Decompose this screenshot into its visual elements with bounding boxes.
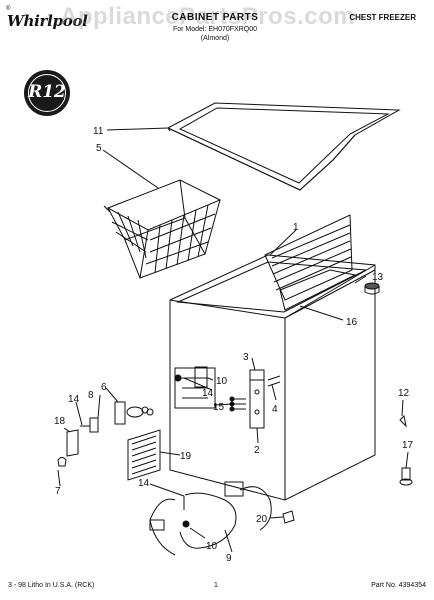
callout-11: 11 xyxy=(93,126,104,137)
leader-lines xyxy=(57,127,409,553)
callout-14-top: 14 xyxy=(202,388,214,399)
footer-print-info: 3 - 98 Litho In U.S.A. (RCK) xyxy=(8,582,95,589)
callout-14-left: 14 xyxy=(68,394,80,405)
vent-grille xyxy=(127,429,161,481)
badge-ring xyxy=(28,74,66,112)
callout-2: 2 xyxy=(254,445,260,456)
callout-9: 9 xyxy=(226,553,232,564)
callout-10-top: 10 xyxy=(216,376,228,387)
leveling-leg xyxy=(399,467,413,486)
model-color: (Almond) xyxy=(200,35,230,42)
callout-10-bottom: 10 xyxy=(206,541,218,552)
callout-numbers: 11 5 1 13 16 3 10 14 15 4 2 6 14 8 18 19… xyxy=(54,126,414,564)
callout-6: 6 xyxy=(101,382,107,393)
terminal-20 xyxy=(282,510,295,524)
callout-20: 20 xyxy=(256,514,268,525)
light-bracket xyxy=(80,401,154,433)
clip xyxy=(57,457,67,467)
whirlpool-logo: Whirlpool xyxy=(7,12,88,30)
callout-14-bottom: 14 xyxy=(138,478,150,489)
callout-17: 17 xyxy=(402,440,414,451)
callout-19: 19 xyxy=(180,451,192,462)
thermostat-control xyxy=(174,366,208,388)
model-number: For Model: EH070FXRQ00 xyxy=(172,26,258,33)
callout-8: 8 xyxy=(88,390,94,401)
callout-4: 4 xyxy=(272,404,278,415)
footer-page-number: 1 xyxy=(214,582,218,589)
callout-1: 1 xyxy=(293,222,299,233)
callout-7: 7 xyxy=(55,486,61,497)
registered-mark: ® xyxy=(6,6,11,12)
watermark: AppliancePartsPros.com xyxy=(60,3,356,30)
badge-label: R12 xyxy=(28,82,66,102)
r12-refrigerant-badge: R12 xyxy=(24,70,70,116)
leveling-foot xyxy=(399,414,407,428)
drain-plug xyxy=(364,282,380,295)
switch-plate xyxy=(66,429,79,457)
footer-part-number: Part No. 4394354 xyxy=(371,582,426,589)
product-name: CHEST FREEZER xyxy=(349,13,416,22)
callout-18: 18 xyxy=(54,416,66,427)
callout-5: 5 xyxy=(96,143,102,154)
wiring-harness xyxy=(149,481,272,556)
page-header: ® Whirlpool AppliancePartsPros.com CABIN… xyxy=(0,0,434,50)
lid-gasket xyxy=(166,102,401,191)
cabinet-body xyxy=(169,254,376,501)
wire-basket xyxy=(103,179,222,279)
page-title: CABINET PARTS xyxy=(171,12,259,23)
callout-13: 13 xyxy=(372,272,384,283)
callout-16: 16 xyxy=(346,317,358,328)
callout-15: 15 xyxy=(213,402,225,413)
callout-3: 3 xyxy=(243,352,249,363)
callout-12: 12 xyxy=(398,388,410,399)
